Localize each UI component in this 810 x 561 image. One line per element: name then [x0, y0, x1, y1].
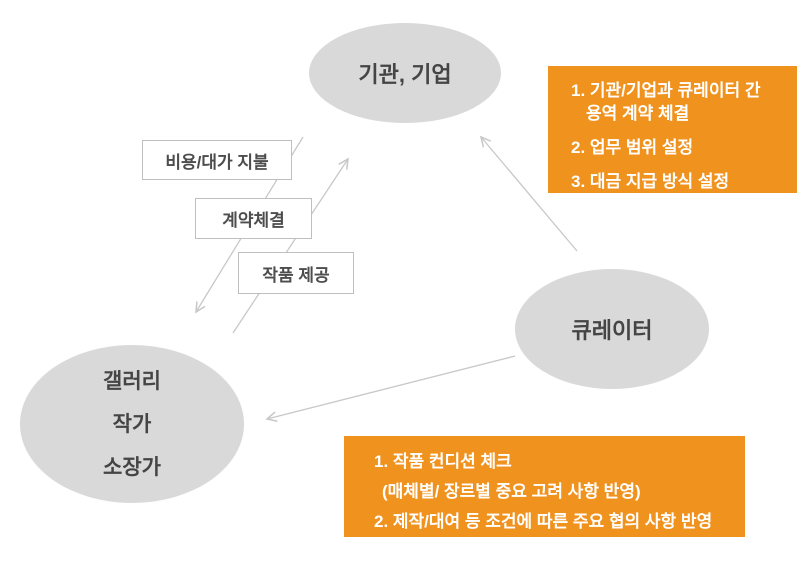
node-gallery-label-line2: 작가: [112, 412, 152, 436]
callout-curator-gallery-check: 1. 작품 컨디션 체크 (매체별/ 장르별 중요 고려 사항 반영) 2. 제…: [344, 436, 745, 537]
node-gallery-label-line1: 갤러리: [103, 369, 161, 393]
callout-institution-curator-contract: 1. 기관/기업과 큐레이터 간 용역 계약 체결 2. 업무 범위 설정 3.…: [548, 66, 797, 193]
arrow-gallery-to-institution: [232, 157, 349, 334]
edge-label-contract-conclusion: 계약체결: [195, 198, 312, 239]
arrow-curator-to-institution: [479, 135, 578, 252]
edge-label-contract-conclusion-text: 계약체결: [222, 211, 285, 230]
callout-line: 3. 대금 지급 방식 설정: [571, 172, 730, 191]
node-gallery-label-line3: 소장가: [103, 455, 161, 479]
edge-label-cost-payment: 비용/대가 지불: [142, 140, 292, 180]
node-curator-label: 큐레이터: [571, 318, 653, 343]
callout-line: 1. 작품 컨디션 체크: [374, 452, 512, 471]
edge-label-artwork-provision: 작품 제공: [238, 252, 354, 294]
callout-line: 1. 기관/기업과 큐레이터 간: [571, 81, 761, 100]
node-gallery-artist-collector: 갤러리 작가 소장가: [20, 345, 244, 503]
node-curator: 큐레이터: [515, 269, 709, 389]
node-institution-company-label: 기관, 기업: [358, 62, 452, 87]
callout-line: (매체별/ 장르별 중요 고려 사항 반영): [382, 482, 641, 501]
node-institution-company: 기관, 기업: [309, 23, 501, 123]
callout-line: 2. 업무 범위 설정: [571, 138, 694, 157]
edge-label-artwork-provision-text: 작품 제공: [262, 265, 330, 285]
callout-line: 2. 제작/대여 등 조건에 따른 주요 협의 사항 반영: [374, 512, 713, 531]
arrow-curator-to-gallery: [265, 355, 516, 423]
callout-line: 용역 계약 체결: [586, 104, 690, 123]
edge-label-cost-payment-text: 비용/대가 지불: [165, 152, 269, 172]
